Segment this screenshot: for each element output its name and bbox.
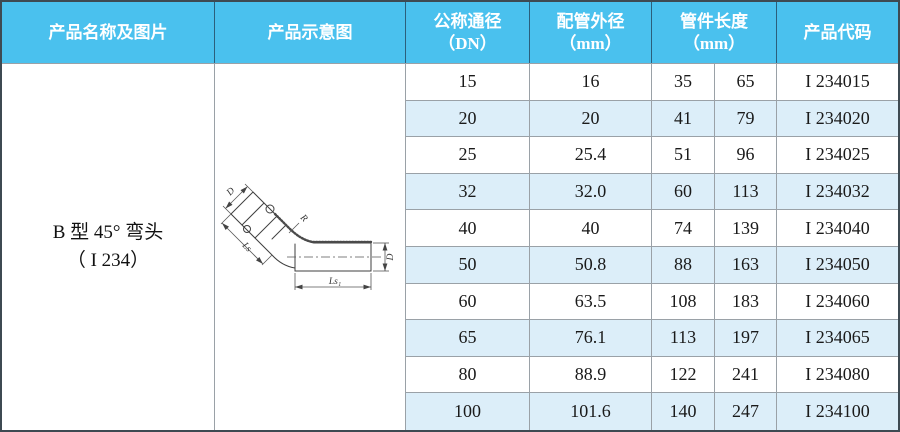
table-cell-dn: 25 <box>406 137 530 174</box>
dim-label-r: R <box>297 212 309 224</box>
header-dn-label-line2: （DN） <box>438 33 497 53</box>
header-dn-label-line1: 公称通径 <box>433 11 502 31</box>
product-name: B 型 45° 弯头 <box>52 222 164 243</box>
header-length-label-line1: 管件长度 <box>680 11 748 31</box>
table-cell-len1: 74 <box>652 210 715 247</box>
table-cell-len2: 65 <box>715 64 777 101</box>
table-cell-dn: 50 <box>406 246 530 284</box>
table-cell-dn: 40 <box>406 210 530 247</box>
table-cell-code: I 234060 <box>777 283 898 321</box>
dimension-lines <box>220 183 389 290</box>
header-length-label-line2: （mm） <box>682 33 746 53</box>
header-length-col: 管件长度 （mm） <box>652 2 777 63</box>
table-cell-len2: 139 <box>715 210 777 247</box>
table-cell-dn: 32 <box>406 173 530 211</box>
table-body: B 型 45° 弯头 （ I 234） <box>2 64 898 430</box>
table-cell-dn: 60 <box>406 283 530 321</box>
elbow-drawing: D Ls R D Ls₁ <box>220 183 396 290</box>
table-cell-code: I 234065 <box>777 320 898 357</box>
table-cell-len1: 140 <box>652 393 715 430</box>
table-cell-dn: 15 <box>406 64 530 101</box>
table-cell-od: 20 <box>530 100 652 138</box>
table-cell-code: I 234032 <box>777 173 898 211</box>
header-product-name-label: 产品名称及图片 <box>48 22 168 42</box>
table-cell-len2: 247 <box>715 393 777 430</box>
table-cell-code: I 234040 <box>777 210 898 247</box>
table-cell-od: 76.1 <box>530 320 652 357</box>
table-cell-len1: 108 <box>652 283 715 321</box>
table-cell-len1: 60 <box>652 173 715 211</box>
table-cell-len1: 35 <box>652 64 715 101</box>
table-cell-len1: 51 <box>652 137 715 174</box>
dimension-labels: D Ls R D Ls₁ <box>224 186 396 287</box>
table-cell-od: 50.8 <box>530 246 652 284</box>
table-cell-len2: 96 <box>715 137 777 174</box>
product-name-cell: B 型 45° 弯头 （ I 234） <box>2 64 215 430</box>
table-cell-len2: 183 <box>715 283 777 321</box>
table-cell-code: I 234020 <box>777 100 898 138</box>
header-od-label-line2: （mm） <box>559 33 622 53</box>
table-cell-code: I 234050 <box>777 246 898 284</box>
knurl-texture <box>273 212 373 244</box>
table-cell-od: 63.5 <box>530 283 652 321</box>
table-cell-len1: 88 <box>652 246 715 284</box>
table-cell-len1: 113 <box>652 320 715 357</box>
header-code-label: 产品代码 <box>803 22 872 42</box>
header-schematic-label: 产品示意图 <box>267 22 353 42</box>
header-schematic-col: 产品示意图 <box>215 2 406 63</box>
table-cell-od: 101.6 <box>530 393 652 430</box>
table-cell-len2: 163 <box>715 246 777 284</box>
table-cell-od: 88.9 <box>530 356 652 394</box>
header-od-col: 配管外径 （mm） <box>530 2 652 63</box>
header-product-name-col: 产品名称及图片 <box>2 2 215 63</box>
table-cell-dn: 65 <box>406 320 530 357</box>
table-cell-dn: 20 <box>406 100 530 138</box>
table-cell-code: I 234015 <box>777 64 898 101</box>
table-cell-len2: 197 <box>715 320 777 357</box>
table-cell-dn: 100 <box>406 393 530 430</box>
dim-label-ls1: Ls₁ <box>328 277 341 287</box>
table-cell-od: 32.0 <box>530 173 652 211</box>
table-cell-len1: 122 <box>652 356 715 394</box>
product-schematic-cell: D Ls R D Ls₁ <box>215 64 406 430</box>
header-od-label-line1: 配管外径 <box>556 11 625 31</box>
table-header-row: 产品名称及图片 产品示意图 公称通径 （DN） 配管外径 （mm） 管件长度 （… <box>2 2 898 64</box>
table-cell-code: I 234025 <box>777 137 898 174</box>
table-cell-code: I 234080 <box>777 356 898 394</box>
elbow-outline <box>230 191 373 272</box>
dim-label-d-top: D <box>224 186 237 199</box>
table-cell-dn: 80 <box>406 356 530 394</box>
table-cell-len2: 241 <box>715 356 777 394</box>
table-cell-od: 40 <box>530 210 652 247</box>
table-cell-len2: 113 <box>715 173 777 211</box>
table-cell-od: 25.4 <box>530 137 652 174</box>
table-cell-len2: 79 <box>715 100 777 138</box>
table-cell-len1: 41 <box>652 100 715 138</box>
dim-label-d-right: D <box>386 253 396 261</box>
table-cell-code: I 234100 <box>777 393 898 430</box>
table-cell-od: 16 <box>530 64 652 101</box>
header-dn-col: 公称通径 （DN） <box>406 2 530 63</box>
header-code-col: 产品代码 <box>777 2 898 63</box>
product-series-code: （ I 234） <box>66 250 150 271</box>
